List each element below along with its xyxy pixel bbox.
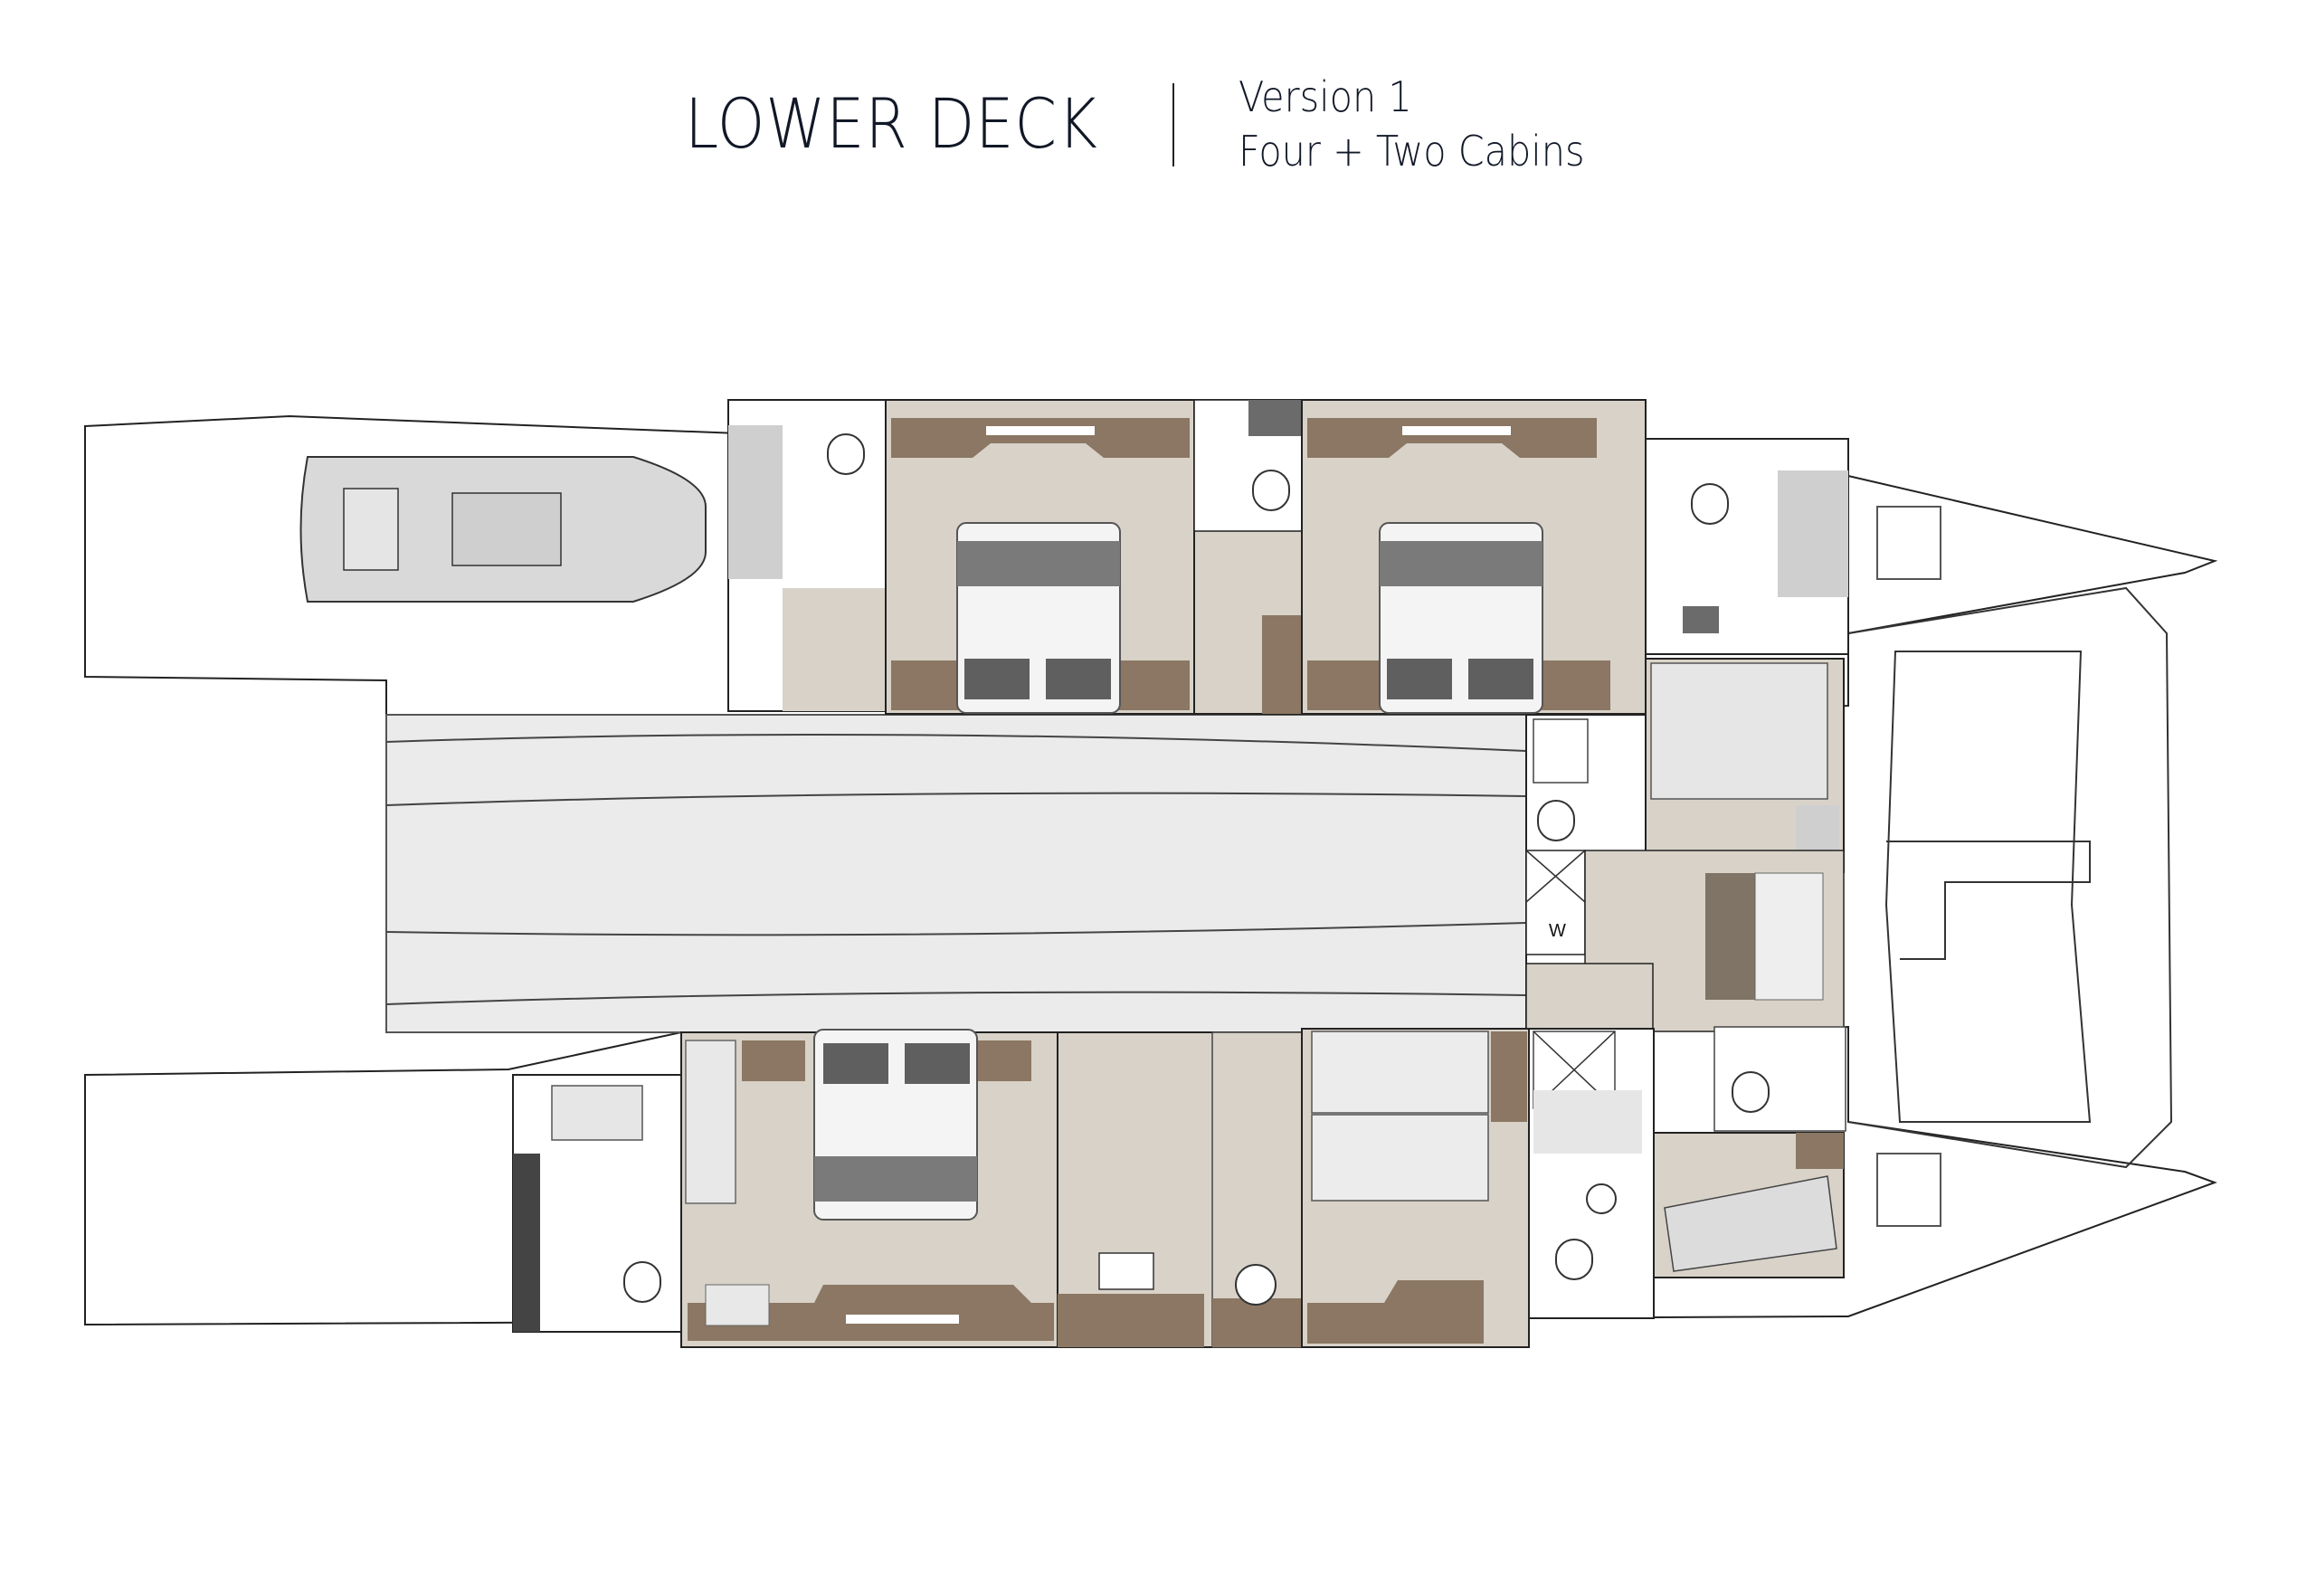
forward-frame: [1847, 506, 2173, 1227]
tender-garage-tunnel: [385, 714, 1527, 1033]
washer-label: W: [1549, 921, 1566, 941]
port-forward-head: [1645, 438, 1849, 655]
port-mid-head-stairs: [1193, 399, 1303, 715]
port-cabin-forward: [1301, 399, 1647, 715]
page-title: LOWER DECK: [685, 83, 1098, 164]
version-label: Version 1: [1239, 72, 1412, 121]
starboard-cabin-aft: [680, 1029, 1058, 1348]
title-divider: [1172, 83, 1174, 166]
starboard-heads: [1528, 1026, 1846, 1319]
starboard-stairs-office: [1057, 1031, 1303, 1348]
starboard-twin-cabin: [1301, 1028, 1530, 1348]
hatch: [1876, 506, 1941, 580]
layout-subtitle: Four + Two Cabins: [1239, 127, 1585, 176]
port-aft-head: [727, 399, 887, 712]
starboard-forward-cabin: [1653, 1132, 1845, 1278]
crew-area: W: [1525, 714, 1845, 1032]
port-cabin-aft: [885, 399, 1195, 715]
hatch: [1876, 1153, 1941, 1227]
tender-boat: [299, 456, 707, 603]
crew-cabin: [1645, 658, 1845, 873]
starboard-aft-head: [512, 1074, 682, 1333]
